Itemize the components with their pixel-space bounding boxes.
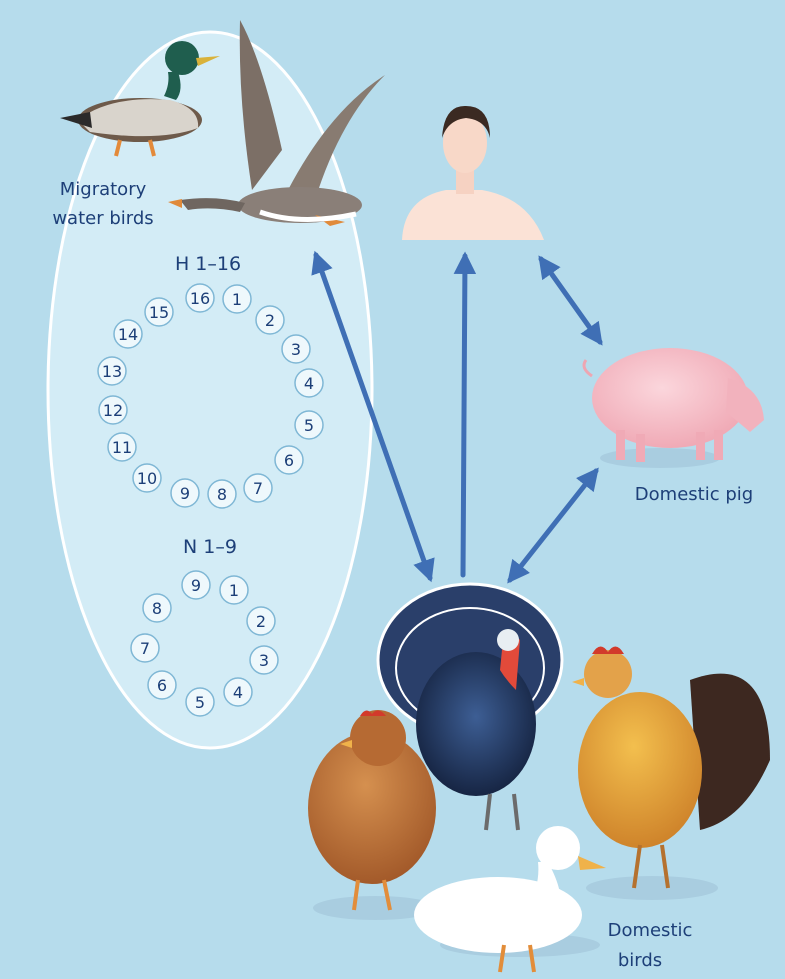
- n-subtype-circle: 9: [182, 571, 210, 599]
- h-subtype-label: 15: [149, 303, 169, 322]
- h-subtype-label: 12: [103, 401, 123, 420]
- n-subtype-label: 8: [152, 599, 162, 618]
- n-subtype-label: 9: [191, 576, 201, 595]
- h-subtype-circle: 2: [256, 306, 284, 334]
- n-subtype-label: 5: [195, 693, 205, 712]
- h-subtype-label: 9: [180, 484, 190, 503]
- h-subtype-label: 5: [304, 416, 314, 435]
- h-subtype-circle: 12: [99, 396, 127, 424]
- h-subtype-circle: 10: [133, 464, 161, 492]
- migratory-label-line2: water birds: [52, 208, 153, 229]
- n-subtype-circle: 3: [250, 646, 278, 674]
- n-subtype-circle: 1: [220, 576, 248, 604]
- n-subtype-label: 3: [259, 651, 269, 670]
- h-subtype-circle: 5: [295, 411, 323, 439]
- migratory-label-line1: Migratory: [60, 179, 147, 200]
- h-subtype-label: 16: [190, 289, 210, 308]
- h-subtype-circle: 7: [244, 474, 272, 502]
- n-subtype-label: 1: [229, 581, 239, 600]
- n-subtype-label: 4: [233, 683, 243, 702]
- n-subtype-circle: 7: [131, 634, 159, 662]
- h-subtype-circle: 4: [295, 369, 323, 397]
- h-subtype-label: 6: [284, 451, 294, 470]
- h-subtype-label: 2: [265, 311, 275, 330]
- arrow-turkey-human: [463, 256, 465, 575]
- h-subtype-label: 8: [217, 485, 227, 504]
- h-subtype-circle: 11: [108, 433, 136, 461]
- h-subtype-label: 3: [291, 340, 301, 359]
- h-subtype-label: 14: [118, 325, 138, 344]
- n-subtype-circle: 4: [224, 678, 252, 706]
- h-subtype-circle: 9: [171, 479, 199, 507]
- n-subtype-label: 2: [256, 612, 266, 631]
- h-subtype-circle: 13: [98, 357, 126, 385]
- h-subtype-label: 1: [232, 290, 242, 309]
- h-subtype-circle: 8: [208, 480, 236, 508]
- h-subtype-label: 10: [137, 469, 157, 488]
- n-subtype-label: 6: [157, 676, 167, 695]
- n-subtype-circle: 8: [143, 594, 171, 622]
- n-subtype-circle: 2: [247, 607, 275, 635]
- n-subtype-circle: 5: [186, 688, 214, 716]
- h-subtype-label: 13: [102, 362, 122, 381]
- h-subtype-circle: 14: [114, 320, 142, 348]
- h-subtype-label: 7: [253, 479, 263, 498]
- n-subtype-label: 7: [140, 639, 150, 658]
- h-subtype-circle: 6: [275, 446, 303, 474]
- n-subtypes-title: N 1–9: [183, 536, 237, 558]
- domestic-birds-label-line1: Domestic: [608, 920, 693, 941]
- h-subtype-circle: 3: [282, 335, 310, 363]
- h-subtype-circle: 16: [186, 284, 214, 312]
- n-subtype-circle: 6: [148, 671, 176, 699]
- h-subtype-circle: 15: [145, 298, 173, 326]
- h-subtype-label: 11: [112, 438, 132, 457]
- domestic-birds-label-line2: birds: [618, 950, 662, 971]
- h-subtypes-title: H 1–16: [175, 253, 241, 275]
- domestic-pig-label: Domestic pig: [635, 484, 753, 505]
- h-subtype-circle: 1: [223, 285, 251, 313]
- h-subtype-label: 4: [304, 374, 314, 393]
